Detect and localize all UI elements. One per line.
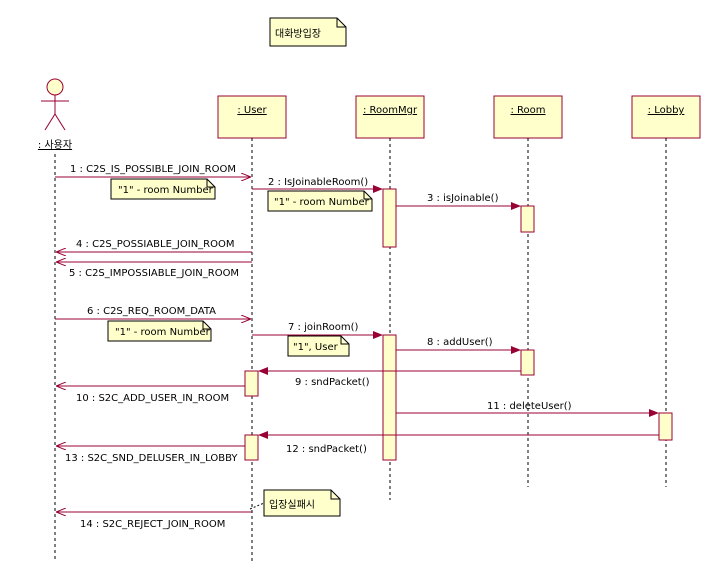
note-5-anchor: [249, 502, 265, 510]
message-6-label: 6 : C2S_REQ_ROOM_DATA: [87, 306, 216, 317]
title-note: 대화방입장: [269, 17, 347, 47]
actor-user-figure: [41, 78, 69, 131]
note-room-number-2: "1" - room Number: [267, 190, 373, 212]
activation-bars: [244, 188, 673, 461]
message-7-label: 7 : joinRoom(): [288, 322, 358, 333]
note-anchors: [249, 502, 265, 510]
activation-user-1: [244, 370, 259, 397]
message-4-label: 4 : C2S_POSSIABLE_JOIN_ROOM: [76, 239, 235, 250]
lifeline-lobby-label: : Lobby: [648, 105, 685, 116]
message-10-label: 10 : S2C_ADD_USER_IN_ROOM: [76, 393, 229, 404]
actor-label: : 사용자: [38, 139, 72, 151]
title-note-text: 대화방입장: [275, 27, 321, 40]
message-lines: [55, 177, 659, 512]
message-13-label: 13 : S2C_SND_DELUSER_IN_LOBBY: [65, 453, 238, 464]
lifeline-lobby-box: : Lobby: [631, 95, 701, 139]
lifeline-roommgr-box: : RoomMgr: [355, 95, 425, 139]
lifeline-room-box: : Room: [493, 95, 563, 139]
activation-user-2: [244, 434, 259, 461]
note-user: "1", User: [287, 335, 350, 357]
message-1-label: 1 : C2S_IS_POSSIBLE_JOIN_ROOM: [70, 164, 236, 175]
message-11-label: 11 : deleteUser(): [487, 401, 572, 412]
activation-lobby-1: [658, 412, 673, 441]
note-room-number-3-text: "1" - room Number: [115, 327, 211, 338]
note-room-number-3: "1" - room Number: [107, 320, 212, 342]
activation-roommgr-1: [382, 188, 397, 248]
note-room-number-1: "1" - room Number: [110, 178, 216, 200]
message-2-label: 2 : IsJoinableRoom(): [268, 177, 368, 188]
note-join-fail-text: 입장실패시: [269, 498, 315, 511]
message-3-label: 3 : isJoinable(): [427, 193, 499, 204]
message-9-label: 9 : sndPacket(): [295, 377, 370, 388]
lifeline-room-label: : Room: [510, 105, 545, 116]
activation-roommgr-2: [382, 334, 397, 461]
activation-room-1: [520, 205, 535, 233]
note-user-text: "1", User: [293, 342, 339, 353]
lifeline-roommgr-label: : RoomMgr: [363, 105, 418, 116]
lifeline-user-label: : User: [237, 105, 267, 116]
lifeline-user-box: : User: [217, 95, 287, 139]
note-room-number-1-text: "1" - room Number: [118, 185, 214, 196]
message-8-label: 8 : addUser(): [427, 337, 493, 348]
message-12-label: 12 : sndPacket(): [286, 444, 367, 455]
activation-room-2: [520, 349, 535, 376]
note-room-number-2-text: "1" - room Number: [274, 197, 370, 208]
message-5-label: 5 : C2S_IMPOSSIABLE_JOIN_ROOM: [69, 268, 239, 279]
note-join-fail: 입장실패시: [263, 489, 341, 517]
message-14-label: 14 : S2C_REJECT_JOIN_ROOM: [80, 519, 225, 530]
